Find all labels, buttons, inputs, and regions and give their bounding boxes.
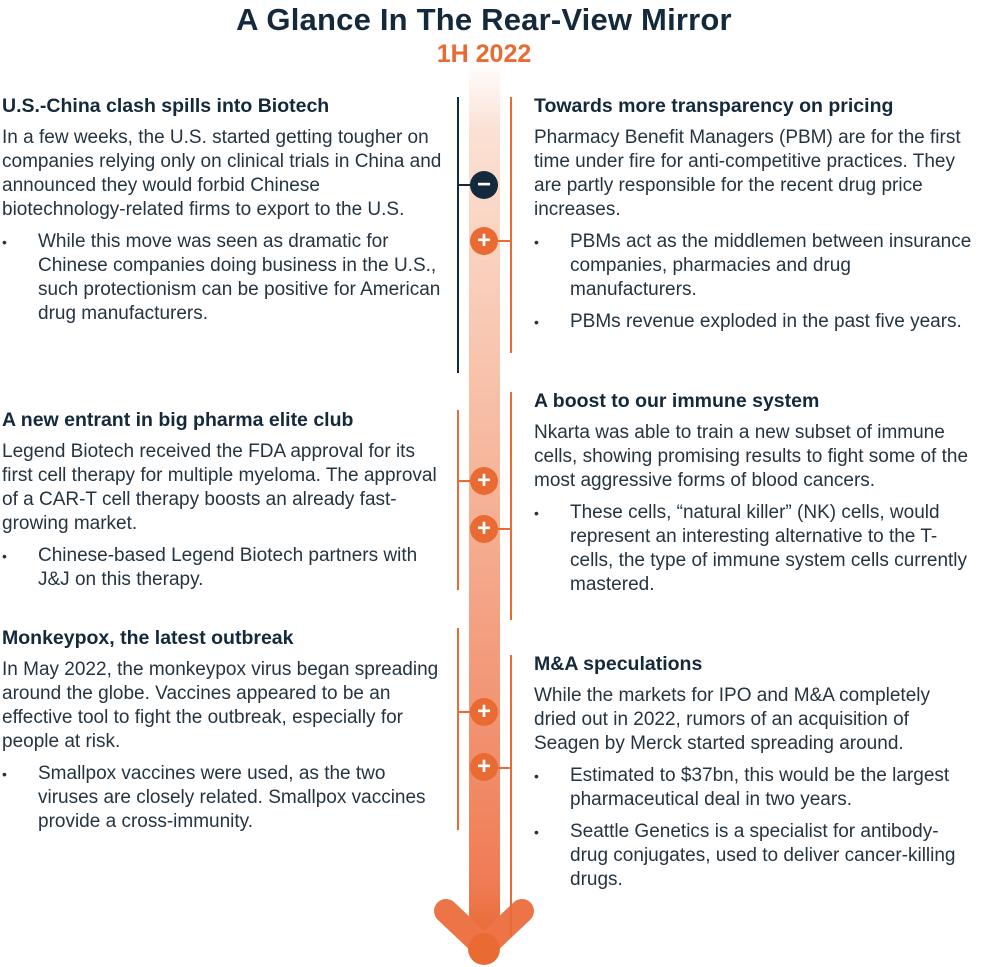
bullet-item: Chinese-based Legend Biotech partners wi… [2, 544, 444, 592]
event-bullets: While this move was seen as dramatic for… [2, 230, 444, 326]
event-body: In May 2022, the monkeypox virus began s… [2, 659, 439, 752]
event-us-china-clash: U.S.-China clash spills into Biotech In … [2, 94, 444, 334]
timeline-arrow-head-icon [434, 899, 534, 965]
event-body: Legend Biotech received the FDA approval… [2, 441, 437, 534]
event-monkeypox: Monkeypox, the latest outbreak In May 20… [2, 626, 444, 842]
bullet-item: PBMs act as the middlemen between insura… [534, 230, 974, 302]
event-body: Nkarta was able to train a new subset of… [534, 422, 969, 491]
event-immune-boost: A boost to our immune system Nkarta was … [534, 389, 974, 605]
connector-monkeypox [457, 711, 471, 713]
event-body: While the markets for IPO and M&A comple… [534, 685, 930, 754]
bullet-item: While this move was seen as dramatic for… [2, 230, 444, 326]
plus-circle-icon: + [470, 515, 498, 543]
event-heading: U.S.-China clash spills into Biotech [2, 95, 330, 117]
section-line-monkeypox [457, 628, 459, 830]
bullet-item: Seattle Genetics is a specialist for ant… [534, 820, 974, 892]
section-line-china [457, 97, 459, 373]
event-mna-speculations: M&A speculations While the markets for I… [534, 652, 974, 900]
event-bullets: Chinese-based Legend Biotech partners wi… [2, 544, 444, 592]
plus-circle-icon: + [470, 753, 498, 781]
event-heading: A boost to our immune system [534, 390, 820, 412]
plus-circle-icon: + [470, 467, 498, 495]
event-bullets: Smallpox vaccines were used, as the two … [2, 762, 444, 834]
event-heading: A new entrant in big pharma elite club [2, 409, 354, 431]
event-body: In a few weeks, the U.S. started getting… [2, 127, 442, 220]
connector-legend [457, 480, 471, 482]
bullet-item: These cells, “natural killer” (NK) cells… [534, 501, 974, 597]
section-line-legend [457, 410, 459, 590]
bullet-item: PBMs revenue exploded in the past five y… [534, 310, 974, 334]
connector-pricing [497, 240, 512, 242]
section-line-pricing [510, 97, 512, 353]
event-body: Pharmacy Benefit Managers (PBM) are for … [534, 127, 961, 220]
connector-mna [497, 767, 512, 769]
connector-china [457, 184, 471, 186]
plus-circle-icon: + [470, 698, 498, 726]
event-heading: M&A speculations [534, 653, 703, 675]
section-line-mna [510, 655, 512, 937]
event-pricing-transparency: Towards more transparency on pricing Pha… [534, 94, 974, 342]
event-bullets: Estimated to $37bn, this would be the la… [534, 764, 974, 892]
bullet-item: Estimated to $37bn, this would be the la… [534, 764, 974, 812]
event-heading: Towards more transparency on pricing [534, 95, 894, 117]
event-legend-biotech: A new entrant in big pharma elite club L… [2, 408, 444, 600]
connector-immune [497, 528, 512, 530]
plus-circle-icon: + [470, 227, 498, 255]
section-line-immune [510, 392, 512, 620]
event-bullets: PBMs act as the middlemen between insura… [534, 230, 974, 334]
minus-circle-icon: − [470, 171, 498, 199]
event-bullets: These cells, “natural killer” (NK) cells… [534, 501, 974, 597]
event-heading: Monkeypox, the latest outbreak [2, 627, 294, 649]
page-title: A Glance In The Rear-View Mirror [236, 2, 732, 37]
timeline-arrow-shaft [469, 60, 500, 938]
bullet-item: Smallpox vaccines were used, as the two … [2, 762, 444, 834]
